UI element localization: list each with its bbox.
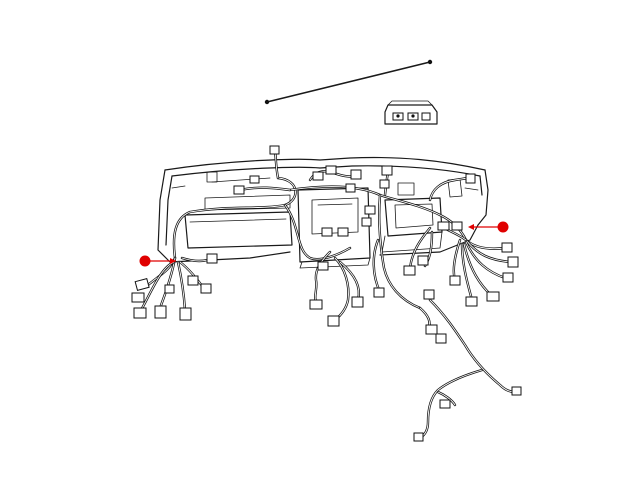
callout-left <box>139 255 176 267</box>
callout-right <box>468 221 509 233</box>
connector-block <box>384 100 438 125</box>
right-branch <box>403 221 519 307</box>
lower-harness <box>413 298 522 442</box>
antenna-cable <box>264 59 433 105</box>
left-branch <box>131 253 218 321</box>
center-branch <box>309 227 385 327</box>
top-connectors <box>233 145 476 227</box>
